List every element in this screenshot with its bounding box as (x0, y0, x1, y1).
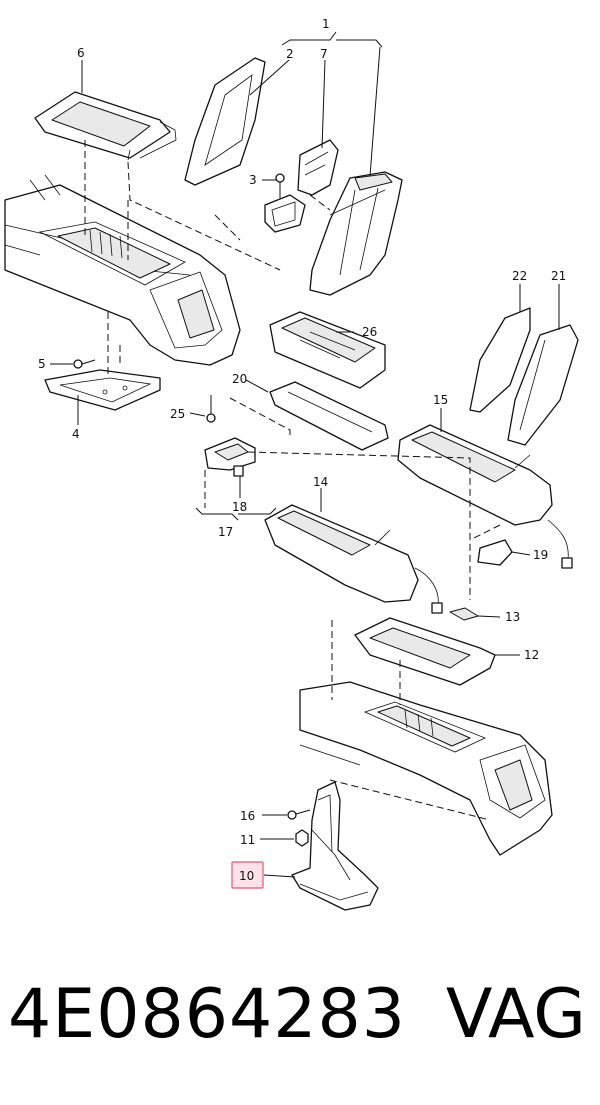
part-1-armrest-lid (309, 171, 403, 296)
part-25-bolt (206, 395, 216, 423)
part-13-insert (449, 607, 479, 621)
part-20-insert-tray (269, 381, 389, 451)
part-3-screw-and-latch (264, 173, 306, 233)
part-4-mounting-bracket (44, 369, 161, 411)
callout-labels: 1 2 7 6 3 5 4 26 20 25 15 22 21 14 18 17… (38, 17, 566, 883)
callout-15: 15 (433, 393, 448, 407)
part-14-armrest-base (264, 504, 443, 614)
callout-21: 21 (551, 269, 566, 283)
assembly-lines (84, 140, 501, 821)
callout-14: 14 (313, 475, 328, 489)
part-number-text: 4E0864283 (8, 975, 407, 1054)
lower-console-body (299, 681, 553, 856)
callout-11: 11 (240, 833, 255, 847)
callout-22: 22 (512, 269, 527, 283)
part-10-console-support-bracket (291, 781, 379, 911)
upper-console-body (4, 174, 241, 366)
callout-13: 13 (505, 610, 520, 624)
callout-4: 4 (72, 427, 80, 441)
callout-12: 12 (524, 648, 539, 662)
part-26-switch-module (269, 311, 386, 389)
part-18-clip (233, 465, 244, 477)
part-7-hinge-bracket (297, 139, 339, 196)
callout-17: 17 (218, 525, 233, 539)
callout-1: 1 (322, 17, 330, 31)
callout-26: 26 (362, 325, 377, 339)
part-22-pad-insert (469, 307, 531, 413)
callout-20: 20 (232, 372, 247, 386)
callout-16: 16 (240, 809, 255, 823)
part-19-latch (477, 539, 513, 566)
callout-3: 3 (249, 173, 257, 187)
part-11-nut (295, 829, 309, 847)
callout-19: 19 (533, 548, 548, 562)
part-5-screw (73, 359, 96, 369)
callout-18: 18 (232, 500, 247, 514)
part-17-end-cap (204, 437, 256, 471)
callout-10: 10 (239, 869, 254, 883)
callout-10-highlight (231, 861, 264, 889)
callout-7: 7 (320, 47, 328, 61)
part-21-armrest-cushion (507, 324, 579, 446)
callout-6: 6 (77, 46, 85, 60)
part-15-armrest-assembly (397, 424, 573, 569)
part-16-screw (287, 809, 311, 820)
part-6-storage-tray (34, 91, 177, 161)
part-2-cover-plate (184, 57, 266, 186)
leader-lines (50, 31, 560, 878)
part-12-console-tray (354, 617, 496, 686)
callout-2: 2 (286, 47, 294, 61)
brand-text: VAG (445, 975, 586, 1054)
callout-25: 25 (170, 407, 185, 421)
callout-5: 5 (38, 357, 46, 371)
